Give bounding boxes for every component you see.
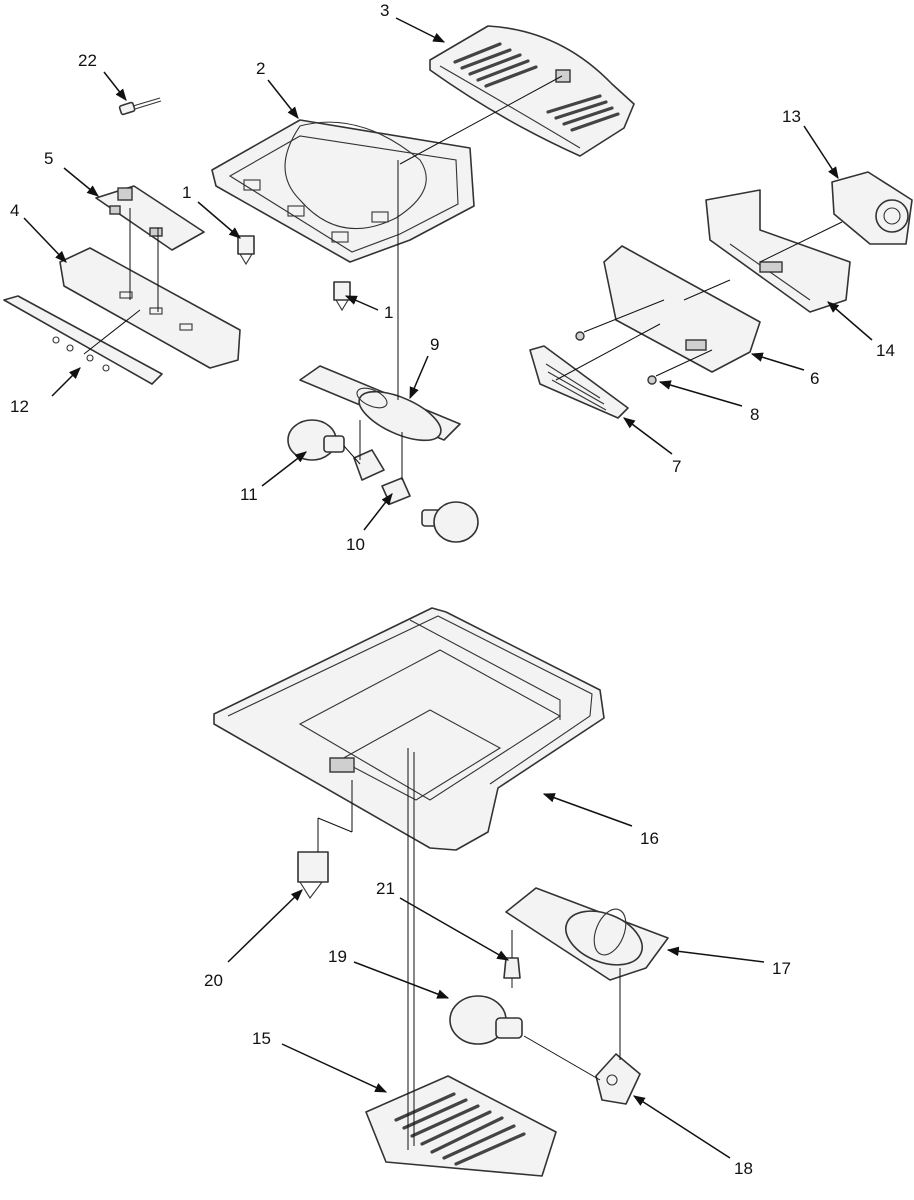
callout-9: 9 (430, 335, 439, 354)
part-18-socket (595, 1053, 641, 1105)
part-10-socket-b (381, 477, 411, 505)
callout-6: 6 (810, 369, 819, 388)
part-4-control-housing (59, 247, 241, 369)
callout-14: 14 (876, 341, 895, 360)
part-1-switch-lower (333, 281, 351, 312)
callout-labels: 22 2 3 5 1 4 1 12 9 11 10 13 14 6 8 7 16… (10, 1, 895, 1178)
part-5-circuit-board (95, 185, 205, 251)
part-10-socket-a (353, 449, 385, 481)
callout-22: 22 (78, 51, 97, 70)
callout-1-lower: 1 (384, 303, 393, 322)
callout-12: 12 (10, 397, 29, 416)
leader-arrows (23, 17, 873, 1159)
part-14-air-housing (705, 189, 851, 313)
callout-1-upper: 1 (182, 183, 191, 202)
part-2-frame (211, 119, 475, 263)
part-13-damper-assembly (831, 171, 913, 245)
callout-16: 16 (640, 829, 659, 848)
callout-19: 19 (328, 947, 347, 966)
callout-17: 17 (772, 959, 791, 978)
part-10-bulb-b (421, 501, 479, 543)
part-11-bulb (287, 419, 345, 461)
part-3-vent-cover (429, 25, 635, 157)
callout-21: 21 (376, 879, 395, 898)
callout-8: 8 (750, 405, 759, 424)
callout-13: 13 (782, 107, 801, 126)
part-22-screw (118, 97, 162, 116)
part-16-lower-housing (213, 607, 605, 851)
part-1-switch-upper (237, 235, 255, 266)
callout-4: 4 (10, 201, 19, 220)
callout-5: 5 (44, 149, 53, 168)
part-17-light-shield (505, 887, 669, 981)
callout-7: 7 (672, 457, 681, 476)
callout-18: 18 (734, 1159, 753, 1178)
part-19-bulb (449, 995, 523, 1045)
part-8-screw-a (575, 331, 585, 341)
part-20-switch (297, 851, 329, 899)
callout-15: 15 (252, 1029, 271, 1048)
part-7-grille (529, 345, 629, 419)
callout-3: 3 (380, 1, 389, 20)
assembly-lines (83, 75, 843, 1150)
callout-11: 11 (240, 485, 258, 504)
part-15-lower-vent (365, 1075, 557, 1177)
callout-2: 2 (256, 59, 265, 78)
part-9-light-shield (299, 365, 461, 442)
part-6-front-panel (603, 245, 761, 373)
part-8-screw-b (647, 375, 657, 385)
part-12-overlay-label (3, 295, 163, 385)
callout-10: 10 (346, 535, 365, 554)
callout-20: 20 (204, 971, 223, 990)
part-21-pin (503, 957, 521, 988)
